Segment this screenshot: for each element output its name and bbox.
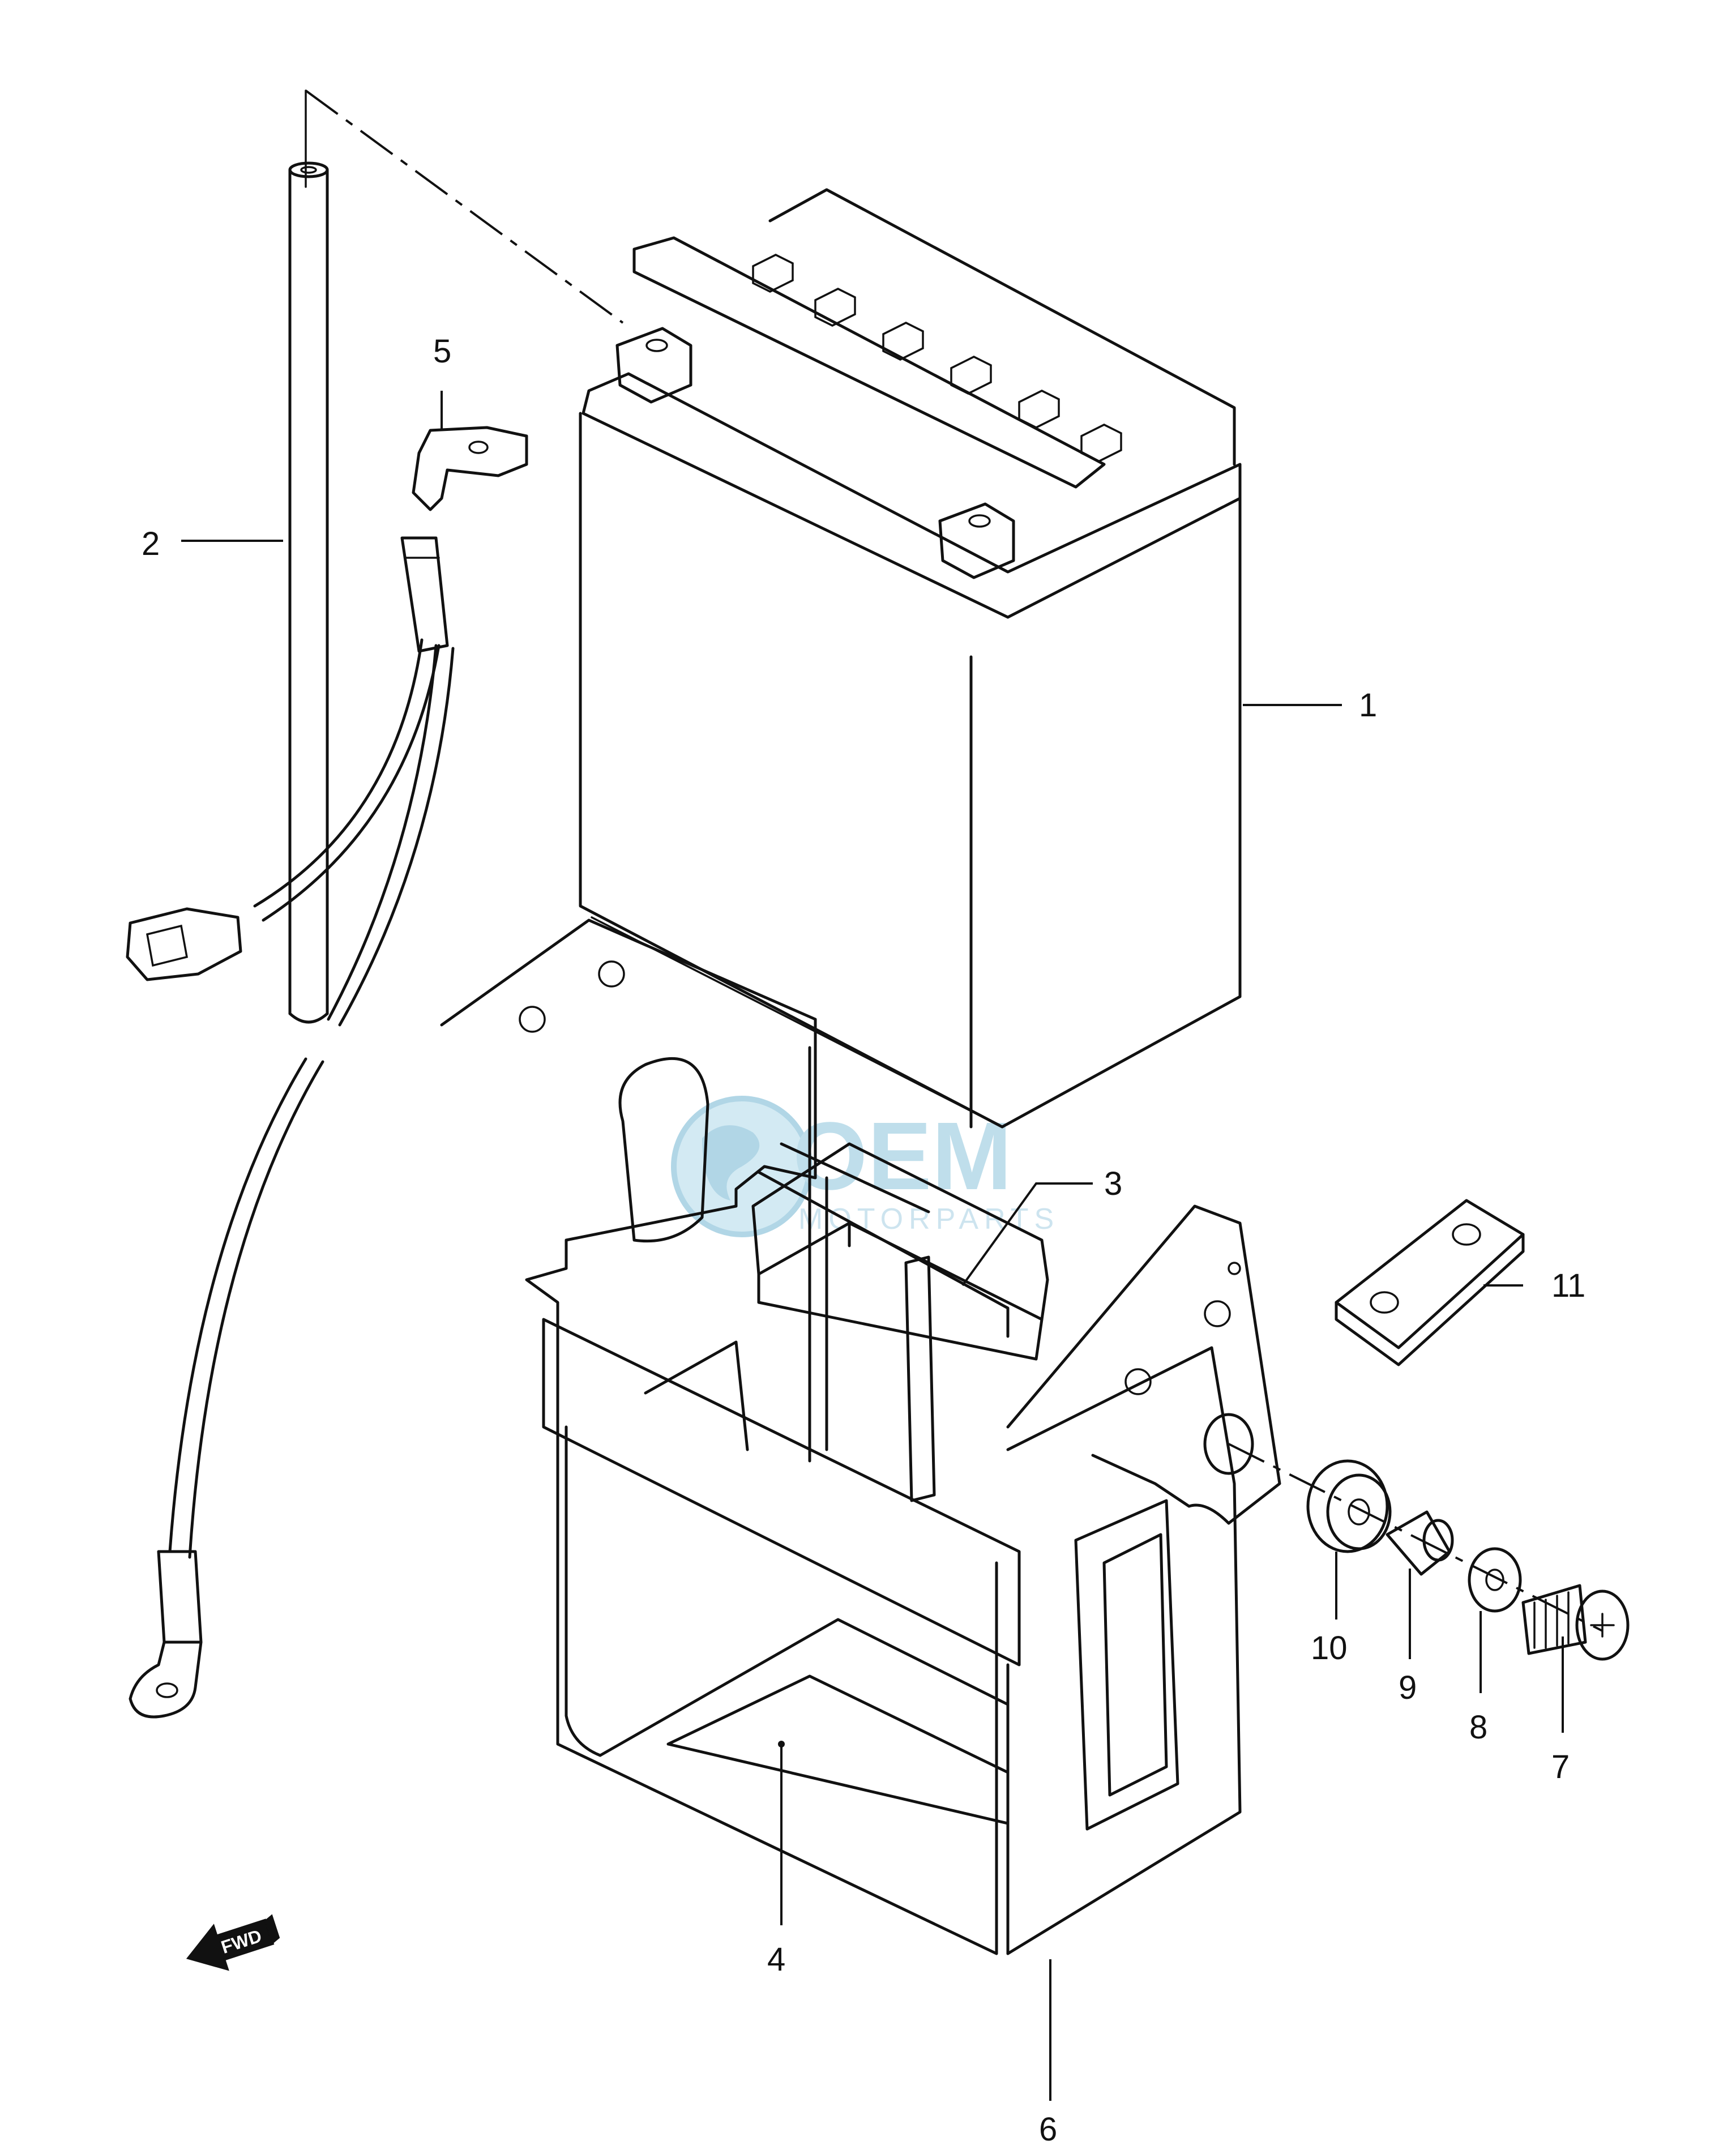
callout-11[interactable]: 11 [1551, 1267, 1585, 1304]
battery-holder [440, 918, 1281, 1955]
assembly-line [305, 89, 624, 324]
callouts: 1 2 3 4 5 6 7 8 9 10 11 [142, 333, 1585, 2145]
battery [579, 188, 1242, 1129]
watermark: OEM MOTORPARTS [671, 1096, 1054, 1237]
fwd-arrow: FWD [186, 1914, 280, 1971]
callout-3[interactable]: 3 [1104, 1165, 1122, 1202]
battery-cable [126, 426, 528, 1719]
callout-5[interactable]: 5 [433, 333, 451, 370]
callout-10[interactable]: 10 [1311, 1630, 1348, 1667]
clip [1335, 1199, 1525, 1366]
screw [1521, 1584, 1630, 1661]
grommet [1306, 1459, 1392, 1553]
callout-4[interactable]: 4 [767, 1941, 785, 1978]
washer [1468, 1547, 1522, 1613]
callout-6[interactable]: 6 [1039, 2111, 1057, 2145]
callout-9[interactable]: 9 [1399, 1669, 1417, 1706]
fastener-axis [1228, 1443, 1603, 1632]
callout-8[interactable]: 8 [1469, 1709, 1487, 1746]
cell-caps [752, 254, 1122, 463]
callout-2[interactable]: 2 [142, 525, 160, 562]
vent-hose [288, 161, 329, 1024]
callout-1[interactable]: 1 [1359, 687, 1377, 724]
callout-7[interactable]: 7 [1551, 1749, 1570, 1785]
leader-lines [181, 391, 1564, 2101]
battery-pad [751, 1142, 1049, 1361]
collar [1386, 1510, 1454, 1576]
